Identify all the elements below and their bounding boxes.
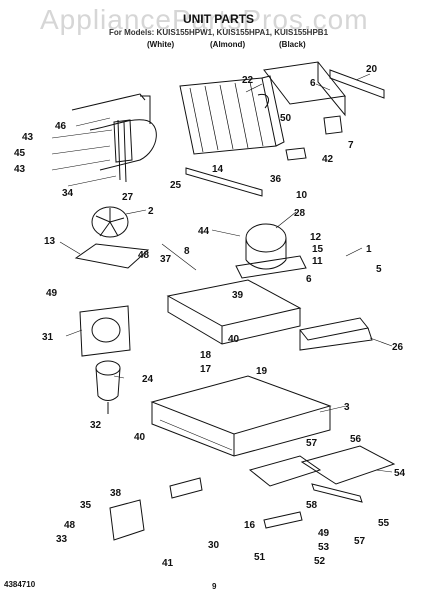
variant-white: (White)	[147, 40, 175, 49]
callout-15: 15	[312, 244, 324, 255]
callout-50: 50	[280, 113, 292, 124]
callout-49b: 49	[318, 528, 330, 539]
callout-55: 55	[378, 518, 390, 529]
compressor	[235, 223, 307, 279]
callout-52: 52	[314, 556, 326, 567]
callout-40: 40	[228, 334, 240, 345]
callout-49: 49	[46, 288, 58, 299]
callout-32: 32	[90, 420, 102, 431]
callout-57: 57	[306, 438, 318, 449]
callout-20: 20	[366, 64, 378, 75]
callout-13: 13	[44, 236, 56, 247]
hinge-16	[169, 477, 203, 499]
callout-24: 24	[142, 374, 154, 385]
control-bracket	[109, 499, 145, 541]
motor-bracket	[74, 243, 150, 269]
callout-38: 38	[110, 488, 122, 499]
front-panel	[299, 317, 373, 351]
fan-blade	[91, 206, 129, 238]
callout-48b: 48	[64, 520, 76, 531]
callout-10: 10	[296, 190, 308, 201]
clip-55	[311, 483, 363, 503]
callout-53: 53	[318, 542, 330, 553]
callout-54: 54	[394, 468, 406, 479]
callout-46: 46	[55, 121, 67, 132]
grille-57	[248, 455, 322, 487]
callout-37: 37	[160, 254, 172, 265]
tube-25	[185, 167, 263, 197]
callout-12: 12	[310, 232, 322, 243]
callout-39: 39	[232, 290, 244, 301]
callout-11: 11	[312, 256, 323, 267]
callout-30: 30	[208, 540, 220, 551]
condenser-coil	[179, 75, 285, 155]
doc-number: 4384710	[4, 580, 36, 589]
callout-2: 2	[148, 206, 154, 217]
callout-25: 25	[170, 180, 182, 191]
callout-14: 14	[212, 164, 224, 175]
callout-36: 36	[270, 174, 282, 185]
hinge-51	[263, 511, 303, 529]
callout-51: 51	[254, 552, 266, 563]
mounting-bracket	[263, 61, 385, 117]
callout-1: 1	[366, 244, 372, 255]
page-number: 9	[212, 582, 217, 591]
callout-27: 27	[122, 192, 134, 203]
callout-6: 6	[310, 78, 316, 89]
base-pan	[150, 375, 332, 457]
callout-33: 33	[56, 534, 68, 545]
callout-26: 26	[392, 342, 404, 353]
tubing-assembly	[71, 93, 157, 183]
callout-58: 58	[306, 500, 318, 511]
model-list: For Models: KUIS155HPW1, KUIS155HPA1, KU…	[108, 28, 329, 37]
callout-18: 18	[200, 350, 212, 361]
callout-22: 22	[242, 75, 254, 86]
callout-44: 44	[198, 226, 210, 237]
diagram-title: UNIT PARTS	[182, 12, 255, 26]
callout-43: 43	[22, 132, 34, 143]
variant-almond: (Almond)	[210, 40, 246, 49]
callout-7: 7	[348, 140, 354, 151]
callout-19: 19	[256, 366, 268, 377]
callout-41: 41	[162, 558, 174, 569]
variant-black: (Black)	[279, 40, 306, 49]
grille-56	[300, 445, 396, 485]
callout-28: 28	[294, 208, 306, 219]
callout-56: 56	[350, 434, 362, 445]
pump-assembly	[95, 360, 121, 414]
callout-16: 16	[244, 520, 256, 531]
callout-42: 42	[322, 154, 334, 165]
callout-6b: 6	[306, 274, 312, 285]
callout-3: 3	[344, 402, 350, 413]
evaporator-housing	[79, 305, 131, 357]
callout-34: 34	[62, 188, 74, 199]
callout-31: 31	[42, 332, 54, 343]
callout-43b: 43	[14, 164, 26, 175]
watermark: AppliancePartsPros.com	[40, 4, 369, 35]
coil-clip	[285, 147, 307, 161]
condensing-tray	[166, 279, 302, 345]
callout-57b: 57	[354, 536, 366, 547]
callout-45: 45	[14, 148, 26, 159]
callout-5: 5	[376, 264, 382, 275]
callout-8: 8	[184, 246, 190, 257]
callout-35: 35	[80, 500, 92, 511]
bracket-clip	[323, 115, 343, 135]
callout-labels: 20 22 6 50 7 42 46 43 45 43 34 27 36 14 …	[14, 64, 406, 569]
callout-40b: 40	[134, 432, 146, 443]
callout-17: 17	[200, 364, 212, 375]
callout-48: 48	[138, 250, 150, 261]
